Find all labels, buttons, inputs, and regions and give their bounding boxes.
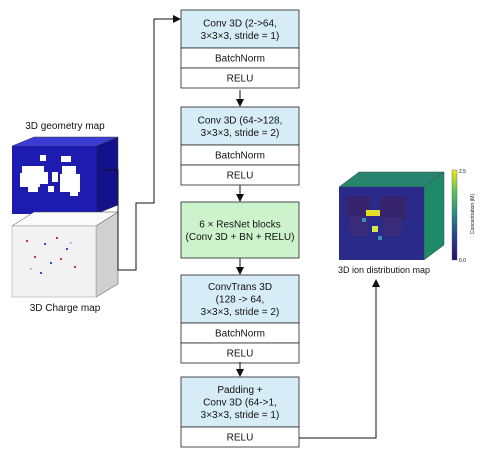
block5-title-line: 3×3×3, stride = 1): [201, 410, 280, 421]
block1-row: [180, 67, 300, 89]
block1-header: [180, 9, 300, 49]
block5-title-line: Conv 3D (64->1,: [203, 398, 277, 409]
charge-points: [26, 237, 76, 274]
ion-map-label: 3D ion distribution map: [338, 265, 430, 275]
block3: 6 × ResNet blocks (Conv 3D + BN + RELU): [180, 201, 300, 259]
block4-title-line: ConvTrans 3D: [208, 282, 272, 293]
concentration-colorbar: 2.5 0.0 Concentration (M): [451, 169, 476, 264]
charge-map-label: 3D Charge map: [30, 303, 101, 314]
charge-cube: [11, 211, 119, 298]
network-blocks: Conv 3D (2->64, 3×3×3, stride = 1) BatchNo…: [180, 9, 300, 448]
block4-header: [180, 274, 300, 324]
block1: Conv 3D (2->64, 3×3×3, stride = 1) BatchNo…: [180, 9, 300, 89]
block2-row-label: RELU: [227, 171, 254, 182]
block4-row-label: RELU: [227, 349, 254, 360]
block4-title-line: (128 -> 64,: [216, 295, 265, 306]
block2-title-line: Conv 3D (64->128,: [198, 115, 283, 126]
block1-title-line: 3×3×3, stride = 1): [201, 31, 280, 42]
ion-cube-side: [423, 171, 445, 261]
colorbar-title: Concentration (M): [470, 194, 476, 234]
colorbar-gradient: [451, 169, 458, 261]
block5-row-label: RELU: [227, 433, 254, 444]
block1-row-label: BatchNorm: [215, 54, 265, 65]
ion-cube: [338, 171, 445, 261]
block1-row-label: RELU: [227, 74, 254, 85]
block5-title-line: Padding +: [217, 385, 262, 396]
input-connector: [104, 15, 181, 271]
block3-title-line: 6 × ResNet blocks: [199, 219, 280, 230]
charge-cube-side: [95, 211, 119, 298]
block4: ConvTrans 3D (128 -> 64,3×3×3, stride = 2…: [180, 274, 300, 364]
colorbar-max-label: 2.5: [459, 169, 466, 175]
ion-density-pattern: [346, 196, 406, 240]
geometry-map-label: 3D geometry map: [25, 121, 105, 132]
block3-header: [180, 201, 300, 259]
block2-title-line: 3×3×3, stride = 2): [201, 128, 280, 139]
block2: Conv 3D (64->128, 3×3×3, stride = 2) Batch…: [180, 106, 300, 186]
colorbar-min-label: 0.0: [459, 258, 466, 264]
block4-row-label: BatchNorm: [215, 329, 265, 340]
block3-title-line: (Conv 3D + BN + RELU): [186, 232, 295, 243]
connectors: [104, 15, 380, 439]
geometry-cube-side: [95, 136, 119, 215]
block2-header: [180, 106, 300, 146]
geometry-cube: [11, 136, 119, 215]
charge-cube-front: [11, 225, 97, 298]
geometry-silhouette: [20, 155, 80, 196]
block4-title-line: 3×3×3, stride = 2): [201, 307, 280, 318]
block5-header: [180, 376, 300, 428]
block5: Padding + Conv 3D (64->1,3×3×3, stride = …: [180, 376, 300, 448]
block2-row-label: BatchNorm: [215, 151, 265, 162]
block5-row: [180, 426, 300, 448]
output-connector: [299, 279, 380, 439]
block1-title-line: Conv 3D (2->64,: [203, 18, 277, 29]
